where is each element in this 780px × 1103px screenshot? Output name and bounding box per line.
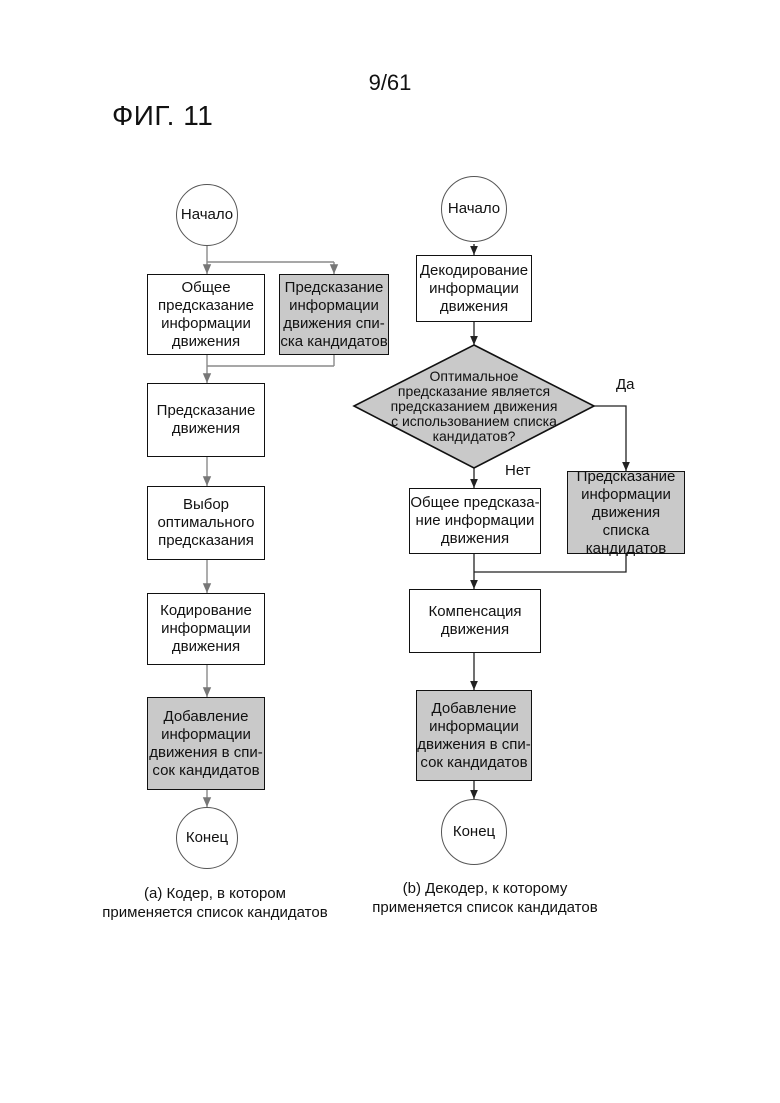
dec-end-node: Конец: [441, 799, 507, 865]
dec-candidate-prediction-box: Предсказание информации движения списка …: [567, 471, 685, 554]
dec-general-prediction-box: Общее предсказа- ние информации движения: [409, 488, 541, 554]
enc-motion-prediction-box: Предсказание движения: [147, 383, 265, 457]
enc-add-to-list-box: Добавление информации движения в спи- со…: [147, 697, 265, 790]
dec-decision-text: Оптимальное предсказание является предск…: [384, 365, 564, 447]
dec-connector-yes: [594, 406, 626, 471]
dec-add-to-list-box: Добавление информации движения в спи- со…: [416, 690, 532, 781]
dec-no-label: Нет: [505, 462, 531, 480]
decoder-caption: (b) Декодер, к которому применяется спис…: [360, 879, 610, 917]
dec-decoding-box: Декодирование информации движения: [416, 255, 532, 322]
enc-encoding-box: Кодирование информации движения: [147, 593, 265, 665]
encoder-caption: (a) Кодер, в котором применяется список …: [90, 884, 340, 922]
enc-general-prediction-box: Общее предсказание информации движения: [147, 274, 265, 355]
dec-yes-label: Да: [616, 376, 635, 394]
enc-start-node: Начало: [176, 184, 238, 246]
enc-candidate-prediction-box: Предсказание информации движения спи- ск…: [279, 274, 389, 355]
dec-compensation-box: Компенсация движения: [409, 589, 541, 653]
enc-optimal-selection-box: Выбор оптимального предсказания: [147, 486, 265, 560]
dec-start-node: Начало: [441, 176, 507, 242]
enc-end-node: Конец: [176, 807, 238, 869]
